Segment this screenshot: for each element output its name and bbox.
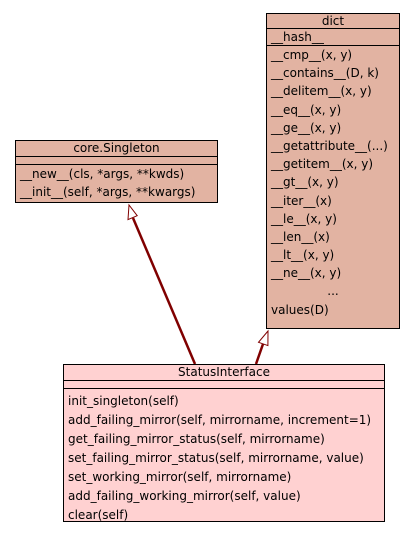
class-method: __eq__(x, y) <box>271 102 342 117</box>
class-status-interface-methods: init_singleton(self) add_failing_mirror(s… <box>64 389 384 525</box>
class-method: set_failing_mirror_status(self, mirrorna… <box>68 451 364 465</box>
class-status-interface[interactable]: StatusInterface init_singleton(self) add_… <box>63 364 385 522</box>
class-method: values(D) <box>271 302 329 317</box>
class-method: __ge__(x, y) <box>271 120 342 135</box>
class-core-singleton-attributes <box>16 157 217 165</box>
class-method: __getattribute__(...) <box>271 138 388 153</box>
class-method: __getitem__(x, y) <box>271 157 374 172</box>
class-attribute: __hash__ <box>271 30 324 44</box>
class-dict-methods: __cmp__(x, y) __contains__(D, k) __delitem… <box>267 46 399 319</box>
class-core-singleton[interactable]: core.Singleton __new__(cls, *args, **kwd… <box>15 140 218 203</box>
class-method: __gt__(x, y) <box>271 175 339 190</box>
class-dict-attributes: __hash__ <box>267 29 399 46</box>
class-method: __new__(cls, *args, **kwds) <box>20 167 185 181</box>
class-method: __contains__(D, k) <box>271 66 379 81</box>
inheritance-edge-dict <box>254 329 269 365</box>
class-dict[interactable]: dict __hash__ __cmp__(x, y) __contains__(… <box>266 13 400 329</box>
class-method: __ne__(x, y) <box>271 266 342 281</box>
class-method: ... <box>327 284 339 299</box>
class-method: add_failing_mirror(self, mirrorname, inc… <box>68 413 372 427</box>
class-dict-title: dict <box>267 14 399 29</box>
class-core-singleton-title: core.Singleton <box>16 141 217 157</box>
class-status-interface-attributes <box>64 381 384 389</box>
class-method: __delitem__(x, y) <box>271 84 372 99</box>
class-method: __len__(x) <box>271 229 330 244</box>
generalization-arrow-dict <box>257 329 269 347</box>
class-core-singleton-methods: __new__(cls, *args, **kwds) __init__(self… <box>16 165 217 201</box>
class-method: clear(self) <box>68 508 129 522</box>
class-method: __init__(self, *args, **kwargs) <box>20 185 196 199</box>
edge-line-dict <box>254 343 265 365</box>
class-method: init_singleton(self) <box>68 394 179 408</box>
inheritance-edge-singleton <box>127 203 197 365</box>
class-method: __lt__(x, y) <box>271 248 335 263</box>
class-status-interface-title: StatusInterface <box>64 365 384 381</box>
class-method: __cmp__(x, y) <box>271 48 353 62</box>
class-method: __iter__(x) <box>271 193 332 208</box>
class-method: add_failing_working_mirror(self, value) <box>68 489 301 503</box>
class-method: get_failing_mirror_status(self, mirrorna… <box>68 432 325 446</box>
class-method: __le__(x, y) <box>271 211 337 226</box>
generalization-arrow-singleton <box>127 203 138 221</box>
edge-line-singleton <box>131 217 197 365</box>
class-method: set_working_mirror(self, mirrorname) <box>68 470 292 484</box>
